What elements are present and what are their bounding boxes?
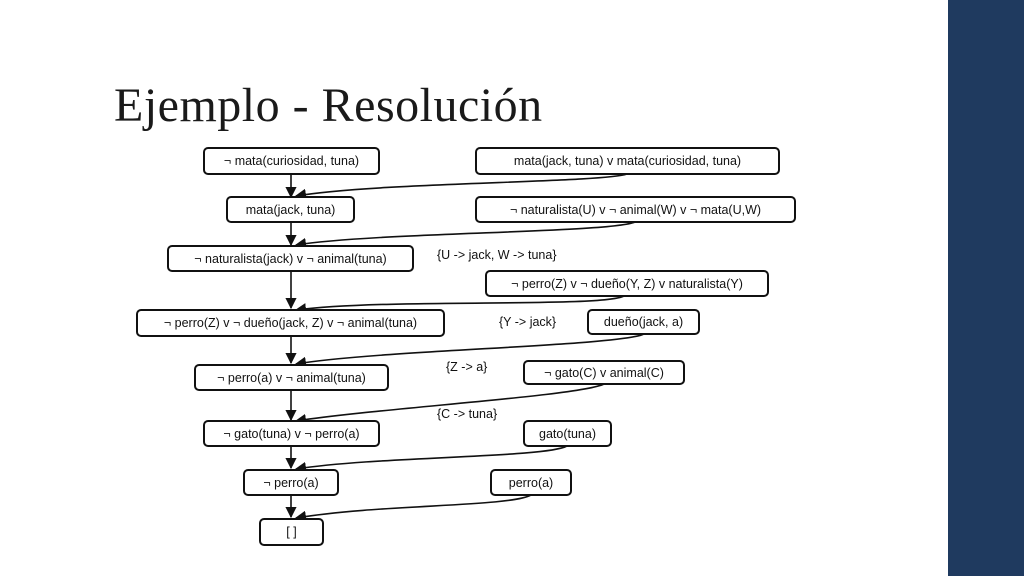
clause-node: ¬ naturalista(U) v ¬ animal(W) v ¬ mata(… <box>475 196 796 223</box>
clause-text: dueño(jack, a) <box>604 315 683 329</box>
clause-node: ¬ perro(a) v ¬ animal(tuna) <box>194 364 389 391</box>
substitution-label: {C -> tuna} <box>437 407 497 421</box>
clause-text: mata(jack, tuna) <box>246 203 336 217</box>
clause-text: ¬ gato(tuna) v ¬ perro(a) <box>223 427 359 441</box>
clause-text: ¬ perro(Z) v ¬ dueño(Y, Z) v naturalista… <box>511 277 743 291</box>
clause-node: ¬ mata(curiosidad, tuna) <box>203 147 380 175</box>
clause-node: ¬ gato(C) v animal(C) <box>523 360 685 385</box>
clause-node: ¬ perro(a) <box>243 469 339 496</box>
clause-text: ¬ naturalista(U) v ¬ animal(W) v ¬ mata(… <box>510 203 761 217</box>
clause-node: dueño(jack, a) <box>587 309 700 335</box>
clause-text: perro(a) <box>509 476 553 490</box>
clause-node: ¬ perro(Z) v ¬ dueño(Y, Z) v naturalista… <box>485 270 769 297</box>
clause-node: mata(jack, tuna) <box>226 196 355 223</box>
clause-node: mata(jack, tuna) v mata(curiosidad, tuna… <box>475 147 780 175</box>
slide-title: Ejemplo - Resolución <box>114 79 543 132</box>
edge-n6-n7 <box>294 295 625 315</box>
edge-n12-n13 <box>294 445 568 473</box>
edge-n4-n5 <box>294 221 636 249</box>
substitution-label: {U -> jack, W -> tuna} <box>437 248 557 262</box>
edges <box>285 173 645 522</box>
accent-sidebar <box>948 0 1024 576</box>
clause-text: ¬ mata(curiosidad, tuna) <box>224 154 359 168</box>
clause-node: ¬ naturalista(jack) v ¬ animal(tuna) <box>167 245 414 272</box>
clause-text: gato(tuna) <box>539 427 596 441</box>
substitution-label: {Y -> jack} <box>499 315 556 329</box>
edge-n2-n3 <box>294 173 628 200</box>
clause-text: mata(jack, tuna) v mata(curiosidad, tuna… <box>514 154 741 168</box>
edge-n10-n11 <box>294 383 605 425</box>
clause-text: ¬ gato(C) v animal(C) <box>544 366 664 380</box>
clause-node: ¬ gato(tuna) v ¬ perro(a) <box>203 420 380 447</box>
empty-clause-node: [ ] <box>259 518 324 546</box>
clause-text: ¬ naturalista(jack) v ¬ animal(tuna) <box>194 252 386 266</box>
clause-node: ¬ perro(Z) v ¬ dueño(jack, Z) v ¬ animal… <box>136 309 445 337</box>
clause-node: gato(tuna) <box>523 420 612 447</box>
edge-n14-n15 <box>294 494 532 522</box>
edge-n8-n9 <box>294 333 645 368</box>
clause-text: ¬ perro(a) v ¬ animal(tuna) <box>217 371 366 385</box>
clause-text: [ ] <box>286 525 296 539</box>
clause-text: ¬ perro(a) <box>263 476 318 490</box>
clause-text: ¬ perro(Z) v ¬ dueño(jack, Z) v ¬ animal… <box>164 316 417 330</box>
clause-node: perro(a) <box>490 469 572 496</box>
substitution-label: {Z -> a} <box>446 360 487 374</box>
